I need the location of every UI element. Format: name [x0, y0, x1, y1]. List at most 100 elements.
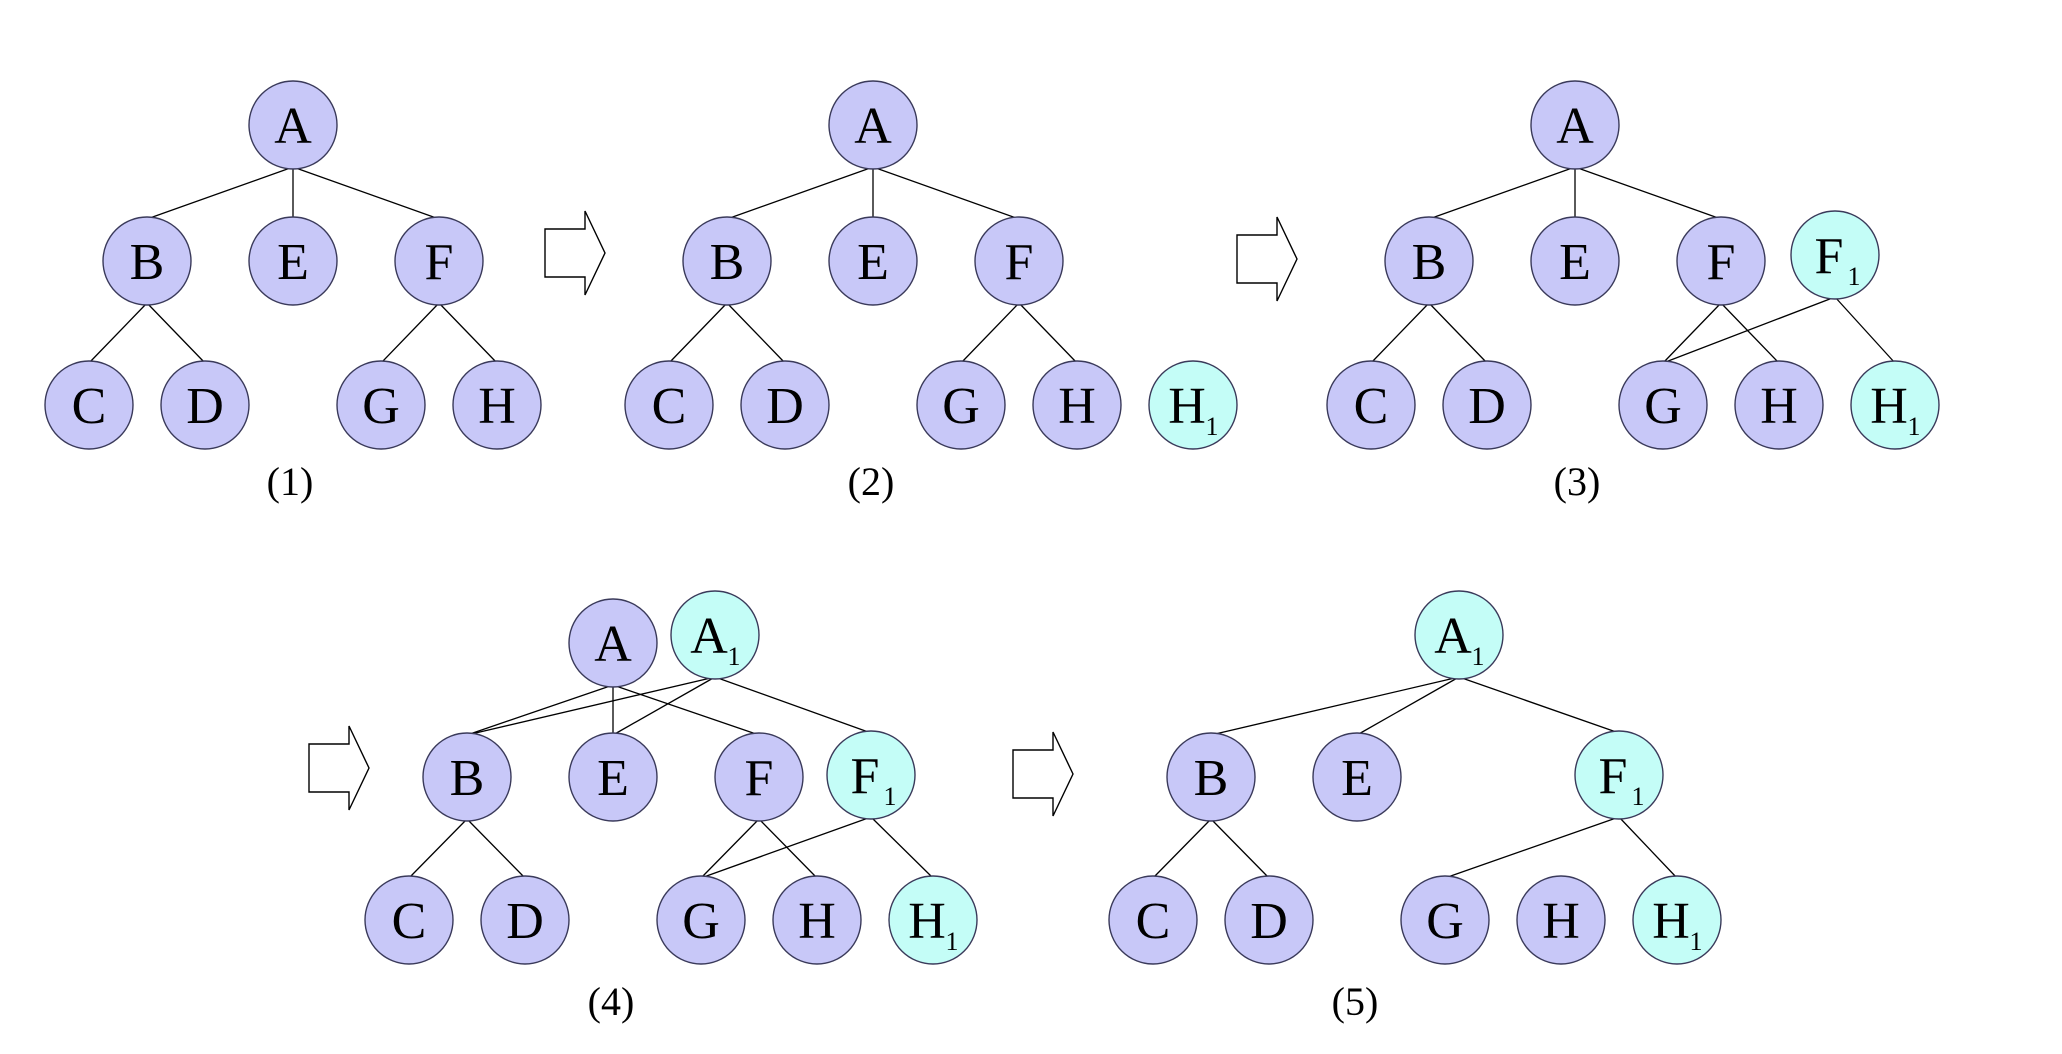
node-H: H: [772, 875, 862, 965]
node-label: C: [1354, 378, 1389, 435]
node-label: H: [1760, 378, 1798, 435]
node-circle: [974, 216, 1064, 306]
node-label: F: [1815, 228, 1844, 285]
node-B: B: [1384, 216, 1474, 306]
node-circle: [364, 875, 454, 965]
node-circle: [248, 80, 338, 170]
node-label: A: [1434, 608, 1472, 665]
node-circle: [888, 875, 978, 965]
edge-A-B: [466, 684, 614, 736]
panel-caption: (5): [1332, 979, 1379, 1024]
edge-B-C: [88, 302, 148, 364]
edge-F1-H1: [1834, 296, 1896, 364]
node-label: F: [1707, 234, 1736, 291]
node-circle: [568, 732, 658, 822]
edge-F1-G: [1444, 816, 1620, 879]
node-H: H: [1516, 875, 1606, 965]
node-C: C: [1326, 360, 1416, 450]
node-C: C: [364, 875, 454, 965]
node-B: B: [102, 216, 192, 306]
node-subscript: 1: [1472, 642, 1485, 671]
node-circle: [1312, 732, 1402, 822]
node-circle: [1676, 216, 1766, 306]
node-circle: [1414, 590, 1504, 680]
node-label: F: [1005, 234, 1034, 291]
node-circle: [1632, 875, 1722, 965]
node-label: B: [450, 750, 485, 807]
edge-B-C: [1152, 818, 1212, 879]
node-circle: [1516, 875, 1606, 965]
node-circle: [422, 732, 512, 822]
node-C: C: [44, 360, 134, 450]
node-subscript: 1: [946, 927, 959, 956]
node-G: G: [1400, 875, 1490, 965]
edge-B-D: [466, 818, 526, 879]
node-label: H: [478, 378, 516, 435]
node-circle: [624, 360, 714, 450]
node-G: G: [1618, 360, 1708, 450]
edge-A-F: [1574, 166, 1722, 220]
node-A: A: [248, 80, 338, 170]
node-label: F: [425, 234, 454, 291]
edge-F-H: [1018, 302, 1078, 364]
node-C: C: [1108, 875, 1198, 965]
edge-F-H: [1720, 302, 1780, 364]
node-circle: [826, 730, 916, 820]
edge-F-G: [700, 818, 760, 879]
node-circle: [828, 80, 918, 170]
node-D: D: [740, 360, 830, 450]
panel-caption: (3): [1554, 459, 1601, 504]
edge-F-G: [960, 302, 1020, 364]
edge-B-D: [1210, 818, 1270, 879]
node-label: E: [1341, 750, 1373, 807]
edge-F-G: [1662, 302, 1722, 364]
node-H: H: [452, 360, 542, 450]
node-circle: [1326, 360, 1416, 450]
node-circle: [656, 875, 746, 965]
panel-caption: (2): [848, 459, 895, 504]
node-label: G: [682, 893, 720, 950]
node-circle: [480, 875, 570, 965]
node-label: E: [1559, 234, 1591, 291]
node-circle: [714, 732, 804, 822]
edge-F-H: [758, 818, 818, 879]
node-label: H: [1870, 378, 1908, 435]
node-label: G: [942, 378, 980, 435]
node-circle: [1148, 360, 1238, 450]
node-label: H: [1652, 893, 1690, 950]
node-label: H: [1542, 893, 1580, 950]
node-E: E: [1312, 732, 1402, 822]
edge-B-D: [726, 302, 786, 364]
panel-caption: (4): [588, 979, 635, 1024]
edge-F1-G: [1662, 296, 1836, 364]
node-circle: [1224, 875, 1314, 965]
node-circle: [670, 590, 760, 680]
node-A: A: [568, 598, 658, 688]
node-circle: [394, 216, 484, 306]
node-A: A: [828, 80, 918, 170]
node-label: E: [857, 234, 889, 291]
node-label: F: [851, 748, 880, 805]
node-circle: [568, 598, 658, 688]
node-label: E: [597, 750, 629, 807]
edge-A1-F1: [714, 676, 872, 734]
node-D: D: [480, 875, 570, 965]
node-label: A: [274, 98, 312, 155]
node-H: H: [1734, 360, 1824, 450]
node-circle: [102, 216, 192, 306]
node-circle: [828, 216, 918, 306]
node-F: F: [974, 216, 1064, 306]
node-subscript: 1: [1690, 927, 1703, 956]
node-label: H: [908, 893, 946, 950]
node-circle: [740, 360, 830, 450]
transition-arrow-1: [544, 210, 606, 296]
